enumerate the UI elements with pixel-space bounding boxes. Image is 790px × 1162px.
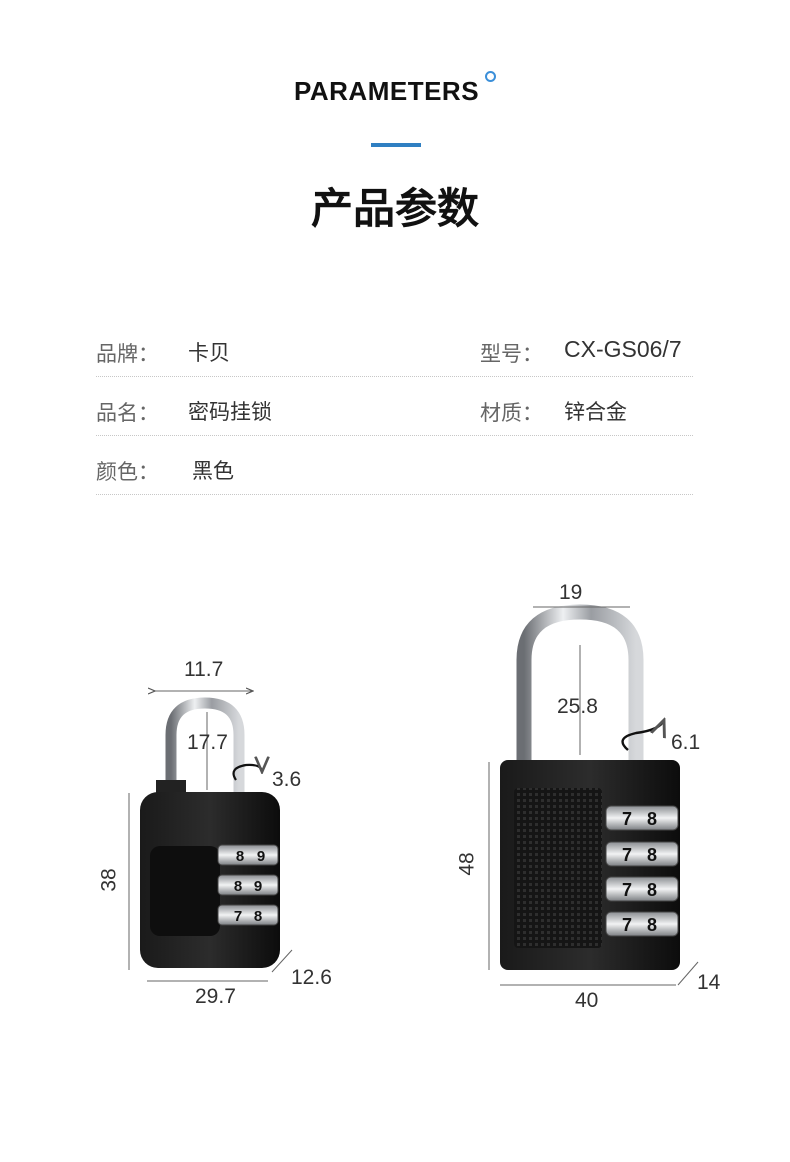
large-dial-4-digit-a: 7 — [622, 915, 632, 935]
large-dial-4 — [605, 911, 679, 937]
large-rotation-arrow-icon — [621, 720, 664, 751]
small-shackle-height-label: 17.7 — [187, 731, 228, 754]
param-row-brand: 品牌： 卡贝 型号： CX-GS06/7 — [96, 318, 693, 377]
param-value-brand: 卡贝 — [188, 341, 230, 365]
param-value-name: 密码挂锁 — [188, 400, 272, 424]
small-depth-line — [271, 949, 293, 973]
small-shackle-width-label: 11.7 — [184, 658, 224, 681]
large-shackle-width-label: 19 — [559, 581, 583, 604]
large-body-depth-label: 14 — [697, 971, 721, 994]
small-dial-1-digit-a: 8 — [236, 848, 244, 865]
large-dial-2-digit-b: 8 — [647, 845, 657, 865]
large-lock-knurled-panel — [514, 788, 602, 948]
param-row-name: 品名： 密码挂锁 材质： 锌合金 — [96, 377, 693, 436]
large-dial-3-digit-a: 7 — [622, 880, 632, 900]
param-label-color: 颜色： — [96, 460, 159, 484]
small-dial-3-digit-a: 7 — [234, 908, 242, 925]
large-dial-2-digit-a: 7 — [622, 845, 632, 865]
param-label-name: 品名： — [96, 401, 159, 425]
small-shackle-diameter-label: 3.6 — [272, 768, 302, 791]
large-dial-4-digit-b: 8 — [647, 915, 657, 935]
small-lock-shackle-collar — [156, 780, 186, 794]
large-dial-2 — [605, 841, 679, 867]
param-value-model: CX-GS06/7 — [564, 336, 682, 362]
large-shackle-diameter-label: 6.1 — [671, 731, 701, 754]
small-lock: 8 9 8 9 7 8 — [128, 691, 293, 982]
small-lock-recess — [150, 846, 220, 936]
large-body-height-label: 48 — [455, 852, 479, 876]
param-label-model: 型号： — [480, 342, 543, 366]
small-dial-2 — [217, 874, 279, 896]
large-dial-1-digit-a: 7 — [622, 809, 632, 829]
small-dial-3 — [217, 904, 279, 926]
large-dial-1-digit-b: 8 — [647, 809, 657, 829]
circle-accent-icon — [485, 71, 497, 82]
small-dial-3-digit-b: 8 — [254, 908, 262, 925]
param-value-color: 黑色 — [192, 459, 234, 483]
large-dial-3-digit-b: 8 — [647, 880, 657, 900]
small-body-height-label: 38 — [97, 868, 121, 892]
title-en-text: PARAMETERS — [293, 76, 480, 106]
param-label-material: 材质： — [480, 401, 543, 425]
small-lock-dials: 8 9 8 9 7 8 — [217, 844, 279, 926]
large-body-width-label: 40 — [575, 989, 599, 1012]
title-accent-bar — [371, 143, 421, 147]
small-lock-shackle — [165, 697, 245, 800]
large-dial-1 — [605, 805, 679, 831]
small-dial-1-digit-b: 9 — [257, 848, 265, 865]
section-title-cn: 产品参数 — [310, 184, 479, 233]
large-shackle-height-label: 25.8 — [557, 695, 598, 718]
param-label-brand: 品牌： — [96, 342, 159, 366]
param-row-color: 颜色： 黑色 — [96, 436, 693, 495]
small-body-depth-label: 12.6 — [291, 966, 332, 989]
large-lock-dials: 7 8 7 8 7 8 7 8 — [605, 805, 679, 937]
small-dial-2-digit-b: 9 — [254, 878, 262, 895]
section-title-en: PARAMETERS — [0, 71, 790, 107]
large-depth-line — [677, 961, 699, 986]
small-dial-1 — [217, 844, 279, 866]
param-value-material: 锌合金 — [564, 400, 627, 424]
large-lock: 7 8 7 8 7 8 7 8 — [488, 604, 699, 986]
small-rotation-arrow-icon — [232, 765, 262, 781]
small-body-width-label: 29.7 — [195, 985, 236, 1008]
small-dial-2-digit-a: 8 — [234, 878, 242, 895]
large-lock-shackle — [516, 604, 644, 770]
large-dial-3 — [605, 876, 679, 902]
